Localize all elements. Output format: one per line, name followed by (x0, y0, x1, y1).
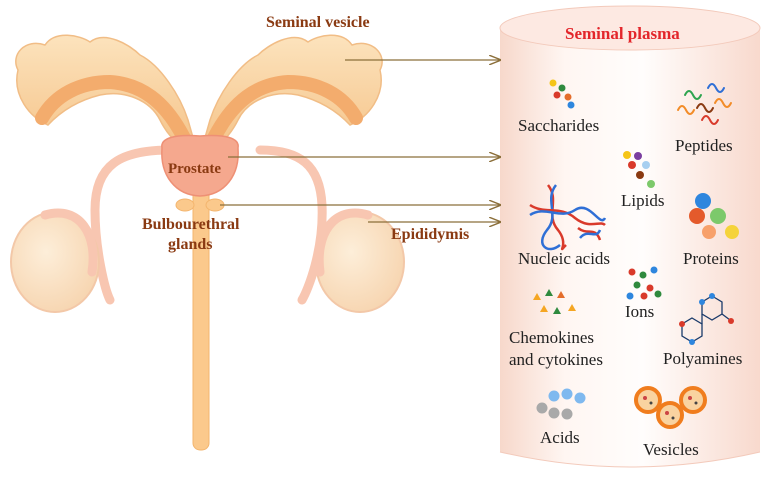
proteins-label: Proteins (683, 249, 739, 268)
testis-left (10, 208, 100, 313)
chemokines-label-line1: Chemokines (509, 328, 594, 347)
seminal-vesicle-left (15, 34, 197, 150)
bulbourethral-label-line2: glands (168, 236, 213, 253)
chemokines-icon (533, 289, 576, 314)
prostate-label: Prostate (168, 161, 222, 177)
peptides-label: Peptides (675, 136, 733, 155)
chemokines-label-line2: and cytokines (509, 350, 603, 369)
bulbourethral-gland-left (175, 198, 195, 212)
peptides-icon (677, 83, 732, 125)
lipids-label: Lipids (621, 191, 665, 210)
ions-icon (626, 266, 662, 300)
saccharides-label: Saccharides (518, 116, 600, 135)
nucleic-acids-icon (529, 184, 607, 251)
bulbourethral-label-line1: Bulbourethral (142, 216, 240, 233)
proteins-icon (689, 193, 739, 239)
vesicles-icon (634, 386, 707, 429)
lipids-icon (623, 151, 655, 188)
saccharides-icon (549, 79, 575, 109)
polyamines-icon (679, 293, 734, 345)
seminal-vesicle-right (201, 34, 383, 150)
connector-arrows (220, 60, 500, 222)
prostate (161, 134, 239, 197)
vesicles-label: Vesicles (643, 440, 699, 459)
acids-label: Acids (540, 428, 580, 447)
ions-label: Ions (625, 302, 655, 321)
polyamines-label: Polyamines (663, 349, 743, 368)
nucleic-acids-label: Nucleic acids (518, 249, 611, 268)
seminal-plasma-title: Seminal plasma (565, 24, 680, 43)
seminal-plasma-cylinder (499, 5, 761, 468)
epididymis-label: Epididymis (391, 226, 470, 243)
seminal-vesicle-label: Seminal vesicle (266, 14, 370, 31)
testis-right (314, 208, 405, 313)
acids-icon (536, 388, 586, 420)
